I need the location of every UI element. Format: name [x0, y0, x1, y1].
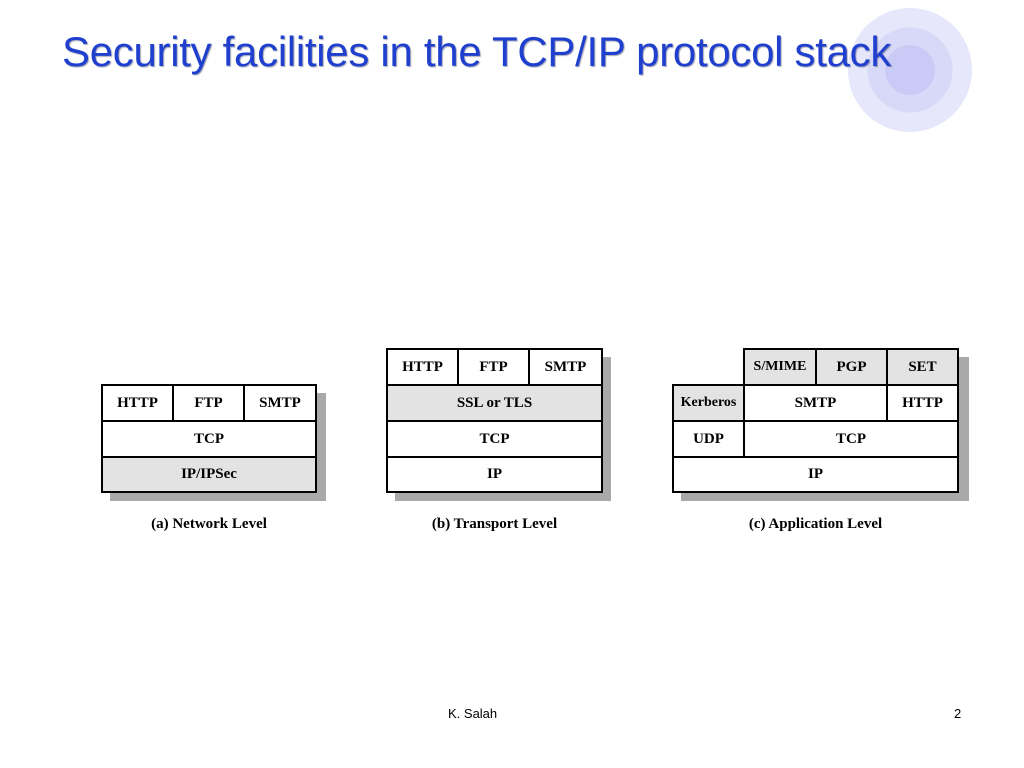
- cell-http: HTTP: [386, 348, 459, 386]
- footer-page-number: 2: [954, 706, 962, 721]
- caption-transport-level: (b) Transport Level: [431, 516, 558, 532]
- slide-title: Security facilities in the TCP/IP protoc…: [62, 28, 892, 75]
- cell-smtp: SMTP: [528, 348, 603, 386]
- caption-application-level: (c) Application Level: [748, 516, 883, 532]
- cell-ftp: FTP: [457, 348, 530, 386]
- cell-smtp: SMTP: [243, 384, 317, 422]
- cell-ip: IP: [672, 456, 959, 493]
- cell-smtp: SMTP: [743, 384, 888, 422]
- cell-http: HTTP: [101, 384, 174, 422]
- cell-s-mime: S/MIME: [743, 348, 817, 386]
- cell-kerberos: Kerberos: [672, 384, 745, 422]
- cell-udp: UDP: [672, 420, 745, 458]
- cell-ssl-or-tls: SSL or TLS: [386, 384, 603, 422]
- footer-author: K. Salah: [448, 706, 498, 721]
- decorative-circle: [848, 8, 972, 132]
- cell-pgp: PGP: [815, 348, 888, 386]
- cell-ip-ipsec: IP/IPSec: [101, 456, 317, 493]
- cell-tcp: TCP: [386, 420, 603, 458]
- caption-network-level: (a) Network Level: [151, 516, 267, 532]
- cell-ftp: FTP: [172, 384, 245, 422]
- cell-ip: IP: [386, 456, 603, 493]
- empty-cell: [672, 348, 745, 386]
- cell-tcp: TCP: [743, 420, 959, 458]
- cell-tcp: TCP: [101, 420, 317, 458]
- cell-set: SET: [886, 348, 959, 386]
- cell-http: HTTP: [886, 384, 959, 422]
